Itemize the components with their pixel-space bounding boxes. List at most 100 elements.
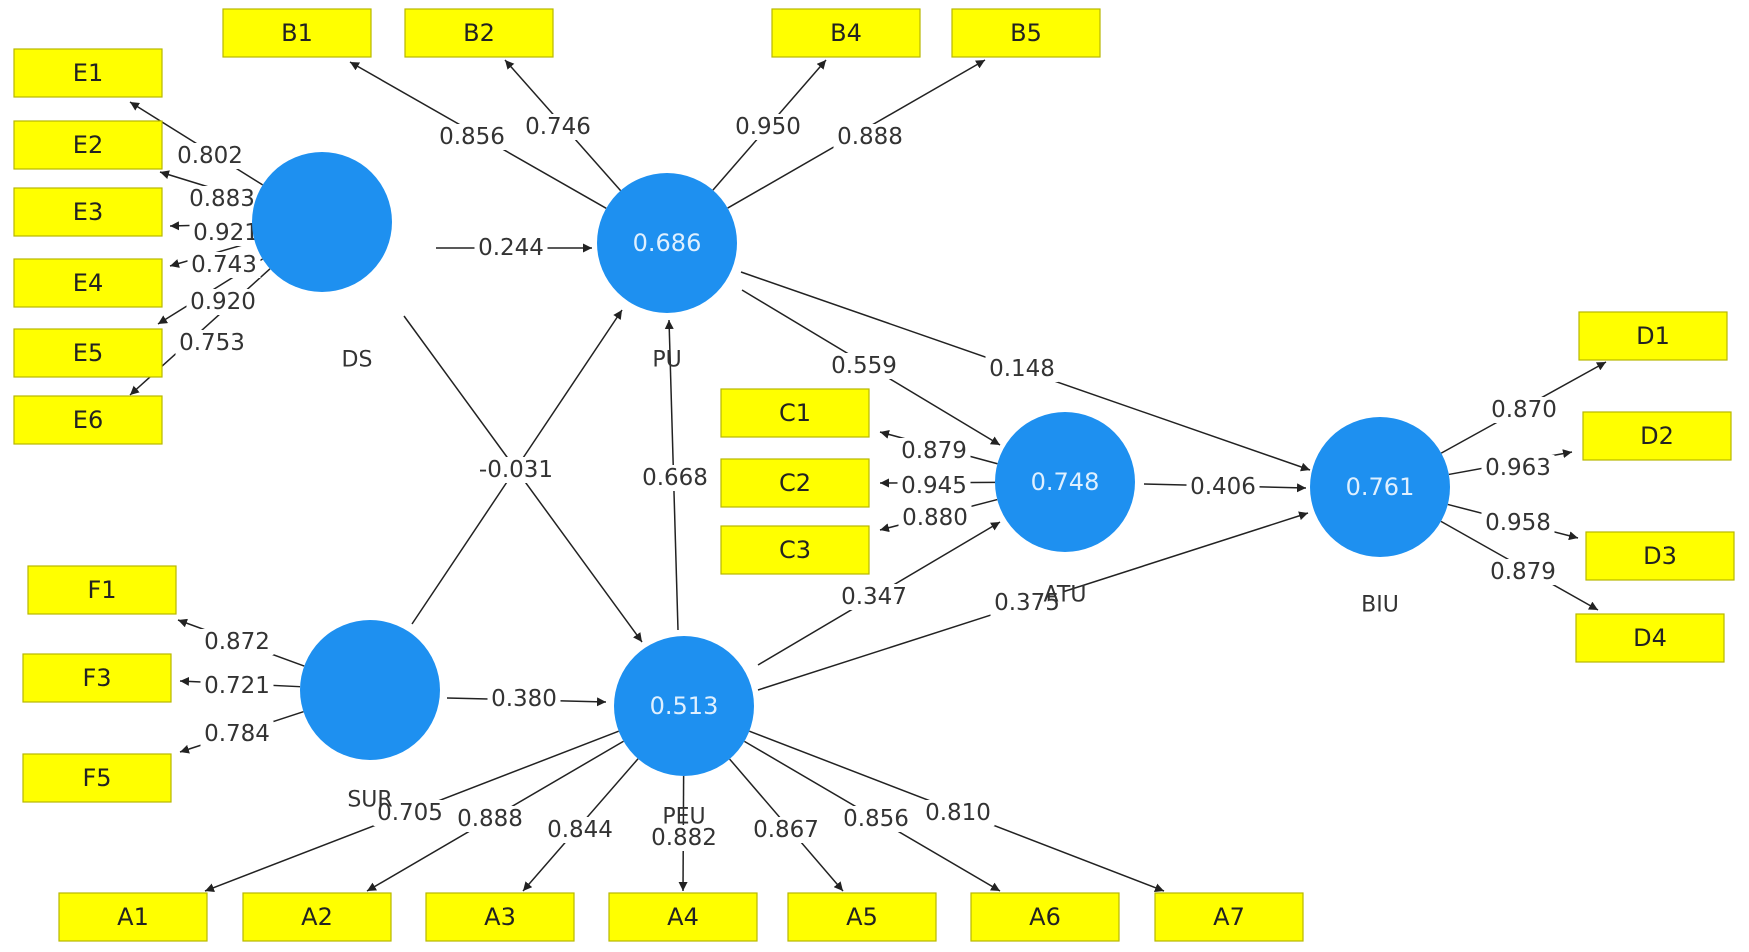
latent-variable-circle [1310, 417, 1450, 557]
indicator-c1[interactable]: C1 [720, 388, 870, 438]
indicator-b5[interactable]: B5 [951, 8, 1101, 58]
path-coefficient-pu-atu: 0.559 [827, 353, 901, 379]
weight-label-bg [175, 330, 249, 356]
indicator-d2[interactable]: D2 [1582, 411, 1732, 461]
weight-label-bg [435, 124, 509, 150]
indicator-e6[interactable]: E6 [13, 395, 163, 445]
weight-label-bg [897, 438, 971, 464]
indicator-e3[interactable]: E3 [13, 187, 163, 237]
indicator-box [222, 8, 372, 58]
indicator-b2[interactable]: B2 [404, 8, 554, 58]
indicator-d3[interactable]: D3 [1585, 531, 1735, 581]
weight-label-bg [173, 143, 247, 169]
weight-label-text: 0.920 [190, 289, 256, 315]
indicator-a1[interactable]: A1 [58, 892, 208, 942]
indicator-c2[interactable]: C2 [720, 458, 870, 508]
path-coefficient-sur-peu: 0.380 [487, 686, 561, 712]
latent-variable-name: SUR [347, 788, 392, 813]
weight-label-bg [897, 473, 971, 499]
latent-variable-name: PU [652, 348, 681, 373]
latent-variable-ds[interactable]: DS [252, 152, 392, 373]
indicator-label: A7 [1213, 903, 1245, 931]
loading-value-e5: 0.920 [186, 289, 260, 315]
indicator-a4[interactable]: A4 [608, 892, 758, 942]
weight-label-bg [638, 465, 712, 491]
indicator-box [771, 8, 921, 58]
indicator-a6[interactable]: A6 [970, 892, 1120, 942]
indicator-d4[interactable]: D4 [1575, 613, 1725, 663]
loading-value-b5: 0.888 [833, 124, 907, 150]
loading-value-a6: 0.856 [839, 806, 913, 832]
indicator-f3[interactable]: F3 [22, 653, 172, 703]
indicator-label: C2 [779, 469, 811, 497]
indicator-f5[interactable]: F5 [22, 753, 172, 803]
indicator-b4[interactable]: B4 [771, 8, 921, 58]
weight-label-bg [898, 505, 972, 531]
indicator-a7[interactable]: A7 [1154, 892, 1304, 942]
latent-variable-circle [597, 173, 737, 313]
weight-label-bg [189, 220, 263, 246]
loading-value-a7: 0.810 [921, 800, 995, 826]
loading-value-a3: 0.844 [543, 817, 617, 843]
weight-label-text: 0.879 [1490, 559, 1556, 585]
indicator-label: A1 [117, 903, 149, 931]
indicator-e4[interactable]: E4 [13, 258, 163, 308]
weight-label-text: 0.958 [1485, 510, 1551, 536]
path-coefficient-ds-peu: -0.031 [473, 457, 559, 483]
indicator-d1[interactable]: D1 [1578, 311, 1728, 361]
indicator-label: F5 [82, 764, 111, 792]
latent-variable-circle [995, 412, 1135, 552]
weight-label-text: 0.148 [989, 356, 1055, 382]
weight-label-text: 0.888 [837, 124, 903, 150]
indicator-c3[interactable]: C3 [720, 525, 870, 575]
weight-label-text: 0.753 [179, 330, 245, 356]
weight-label-bg [200, 629, 274, 655]
loading-value-c2: 0.945 [897, 473, 971, 499]
weight-label-bg [921, 800, 995, 826]
weight-label-text: 0.668 [642, 465, 708, 491]
weight-label-text: 0.746 [525, 114, 591, 140]
indicator-e1[interactable]: E1 [13, 48, 163, 98]
weight-label-text: 0.883 [189, 186, 255, 212]
indicator-box [1575, 613, 1725, 663]
latent-variable-name: PEU [662, 805, 705, 830]
loading-value-b2: 0.746 [521, 114, 595, 140]
latent-variable-name: DS [342, 348, 373, 373]
loading-value-c1: 0.879 [897, 438, 971, 464]
indicator-box [951, 8, 1101, 58]
loading-value-a2: 0.888 [453, 806, 527, 832]
r-squared-value: 0.761 [1346, 473, 1415, 501]
indicator-e2[interactable]: E2 [13, 120, 163, 170]
weight-label-text: 0.856 [439, 124, 505, 150]
path-coefficient-ds-pu: 0.244 [474, 235, 548, 261]
loading-value-e4: 0.743 [187, 252, 261, 278]
latent-variable-circle [614, 636, 754, 776]
indicator-label: E2 [73, 131, 103, 159]
weight-label-bg [839, 806, 913, 832]
weight-label-bg [186, 289, 260, 315]
weight-label-bg [200, 721, 274, 747]
path-coefficient-peu-pu: 0.668 [638, 465, 712, 491]
latent-variable-sur[interactable]: SUR [300, 620, 440, 813]
loading-value-e2: 0.883 [185, 186, 259, 212]
loading-value-f3: 0.721 [200, 673, 274, 699]
weight-label-text: 0.950 [735, 114, 801, 140]
loading-value-f1: 0.872 [200, 629, 274, 655]
indicator-label: A6 [1029, 903, 1061, 931]
indicator-box [787, 892, 937, 942]
indicator-a5[interactable]: A5 [787, 892, 937, 942]
indicator-box [22, 753, 172, 803]
weight-label-text: 0.784 [204, 721, 270, 747]
indicator-f1[interactable]: F1 [27, 565, 177, 615]
indicator-e5[interactable]: E5 [13, 328, 163, 378]
indicator-b1[interactable]: B1 [222, 8, 372, 58]
weight-label-bg [473, 457, 559, 483]
indicator-a3[interactable]: A3 [425, 892, 575, 942]
indicator-a2[interactable]: A2 [242, 892, 392, 942]
weight-label-bg [990, 590, 1064, 616]
weight-label-bg [1487, 397, 1561, 423]
